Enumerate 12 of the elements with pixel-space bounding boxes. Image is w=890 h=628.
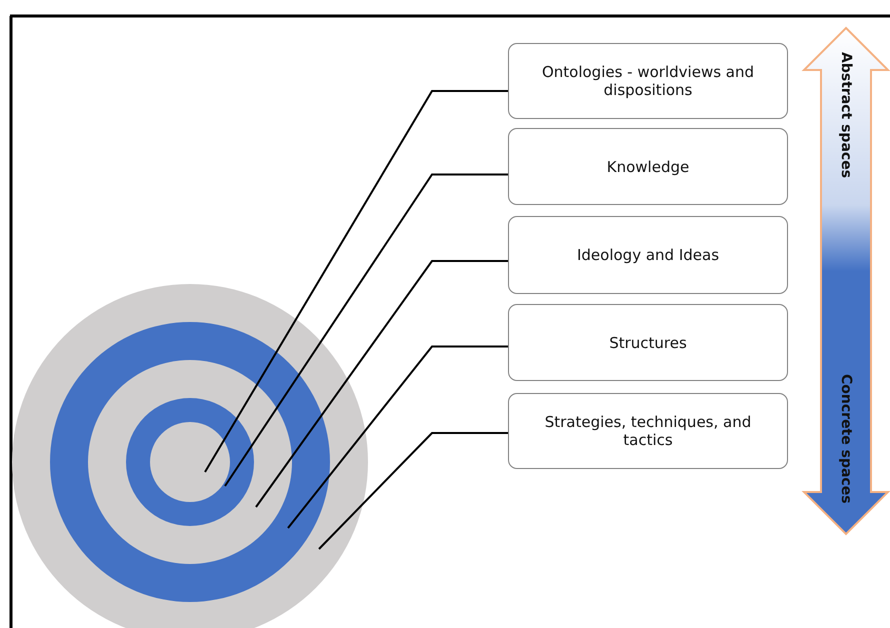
text-box: Strategies, techniques, and tactics	[508, 393, 788, 469]
leader-line	[255, 260, 508, 508]
leader-line	[224, 174, 508, 487]
axis-label: Abstract spaces	[838, 52, 854, 178]
text-box: Ideology and Ideas	[508, 216, 788, 294]
leader-line	[204, 90, 508, 473]
text-box: Structures	[508, 304, 788, 381]
axis-label: Concrete spaces	[838, 374, 854, 504]
leader-line	[287, 346, 508, 529]
leader-line	[318, 432, 508, 550]
text-box: Ontologies - worldviews and dispositions	[508, 43, 788, 119]
text-box: Knowledge	[508, 128, 788, 205]
